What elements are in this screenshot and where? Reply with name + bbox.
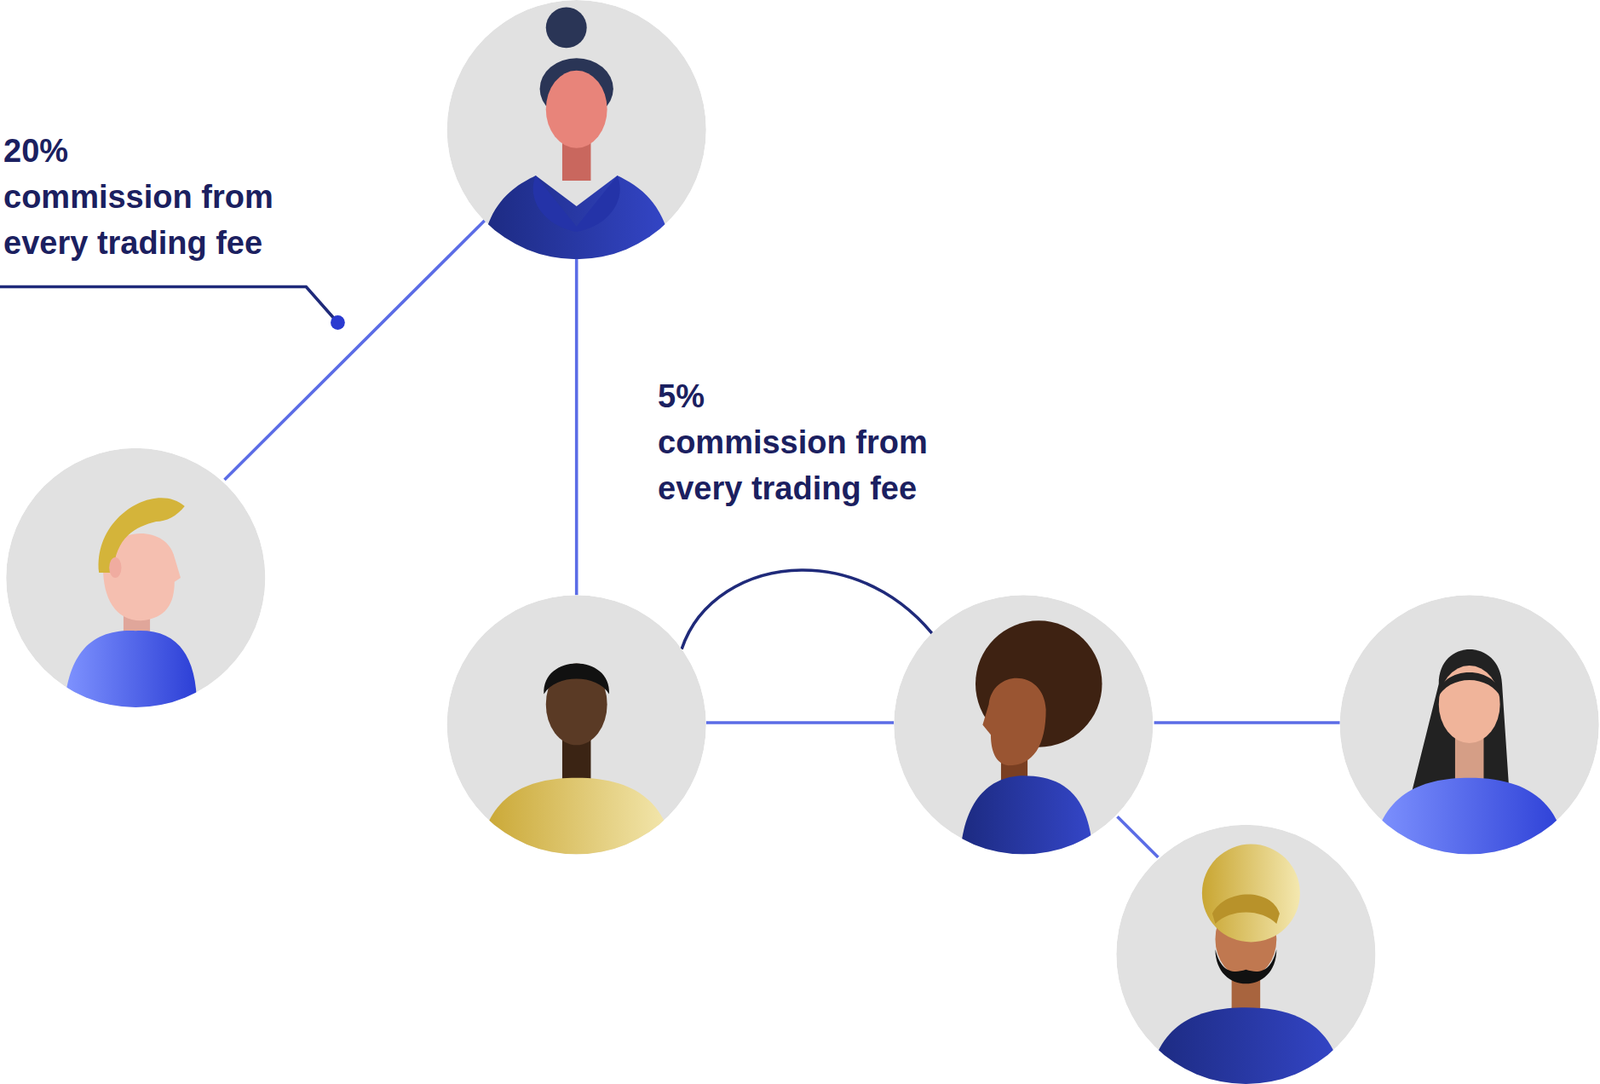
commission-percent: 20% (3, 127, 319, 174)
commission-text: commission from every trading fee (3, 173, 319, 266)
commission-percent: 5% (657, 373, 982, 420)
commission-text: commission from every trading fee (657, 419, 982, 512)
